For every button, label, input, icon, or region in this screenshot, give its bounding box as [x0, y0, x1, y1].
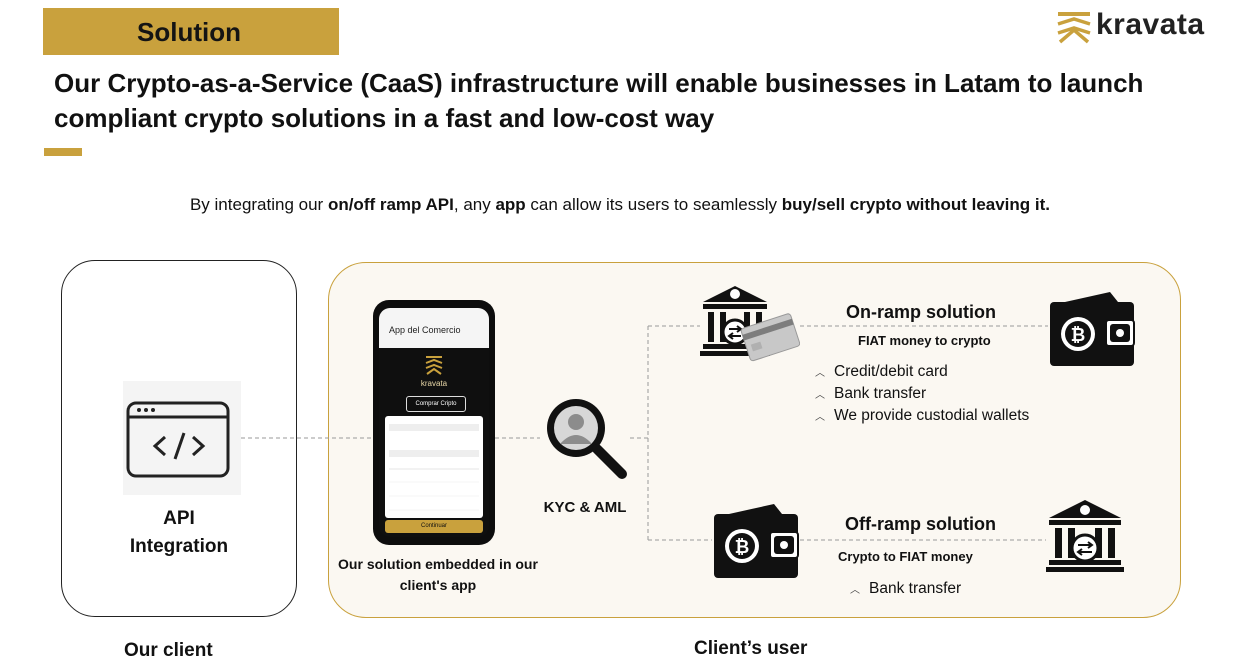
onramp-feature: ︿Bank transfer — [815, 385, 927, 402]
phone-brand: kravata — [420, 379, 448, 388]
offramp-title: Off-ramp solution — [845, 514, 996, 534]
phone-mockup: App del Comercio kravata Comprar Cripto … — [373, 300, 495, 545]
onramp-title: On-ramp solution — [846, 302, 996, 322]
phone-form-lines — [389, 424, 479, 511]
crypto-wallet-icon: ₿ — [714, 504, 799, 578]
onramp-feature: ︿We provide custodial wallets — [815, 407, 1030, 424]
kyc-aml-label: KYC & AML — [543, 499, 627, 516]
onramp-feature: ︿Credit/debit card — [815, 363, 948, 380]
crypto-wallet-icon: ₿ — [1050, 292, 1135, 366]
phone-screen: App del Comercio kravata Comprar Cripto … — [379, 308, 489, 537]
kyc-search-icon — [547, 399, 627, 479]
offramp-subtitle: Crypto to FIAT money — [838, 549, 973, 564]
svg-text:₿: ₿ — [1071, 325, 1086, 346]
phone-logo-icon — [425, 356, 443, 375]
bank-card-icon — [700, 286, 800, 362]
title-underline — [44, 148, 82, 156]
chevron-up-icon: ︿ — [815, 368, 825, 379]
kravata-logo: kravata — [1056, 8, 1218, 46]
logo-text: kravata — [1096, 8, 1205, 41]
chevron-up-icon: ︿ — [815, 390, 825, 401]
phone-caption: Our solution embedded in our client's ap… — [338, 556, 538, 593]
section-label-box: Solution — [43, 8, 339, 55]
bank-icon — [1046, 500, 1124, 572]
our-client-label: Our client — [124, 640, 213, 661]
svg-text:₿: ₿ — [735, 537, 750, 558]
api-integration-label: API Integration — [129, 508, 229, 557]
intro-text: By integrating our on/off ramp API, any … — [189, 195, 1051, 214]
phone-app-title: App del Comercio — [389, 325, 461, 335]
api-code-card — [123, 381, 241, 495]
page-title: Our Crypto-as-a-Service (CaaS) infrastru… — [54, 68, 1144, 133]
offramp-feature: ︿Bank transfer — [850, 580, 962, 597]
phone-form — [385, 416, 483, 518]
section-label: Solution — [137, 17, 241, 47]
chevron-up-icon: ︿ — [850, 585, 860, 596]
phone-continue-button[interactable]: Continuar — [385, 520, 483, 533]
onramp-subtitle: FIAT money to crypto — [858, 333, 991, 348]
clients-user-label: Client’s user — [694, 638, 808, 659]
phone-buy-button[interactable]: Comprar Cripto — [406, 396, 466, 412]
kravata-logo-icon — [1057, 12, 1091, 44]
chevron-up-icon: ︿ — [815, 412, 825, 423]
code-window-icon — [126, 401, 230, 478]
